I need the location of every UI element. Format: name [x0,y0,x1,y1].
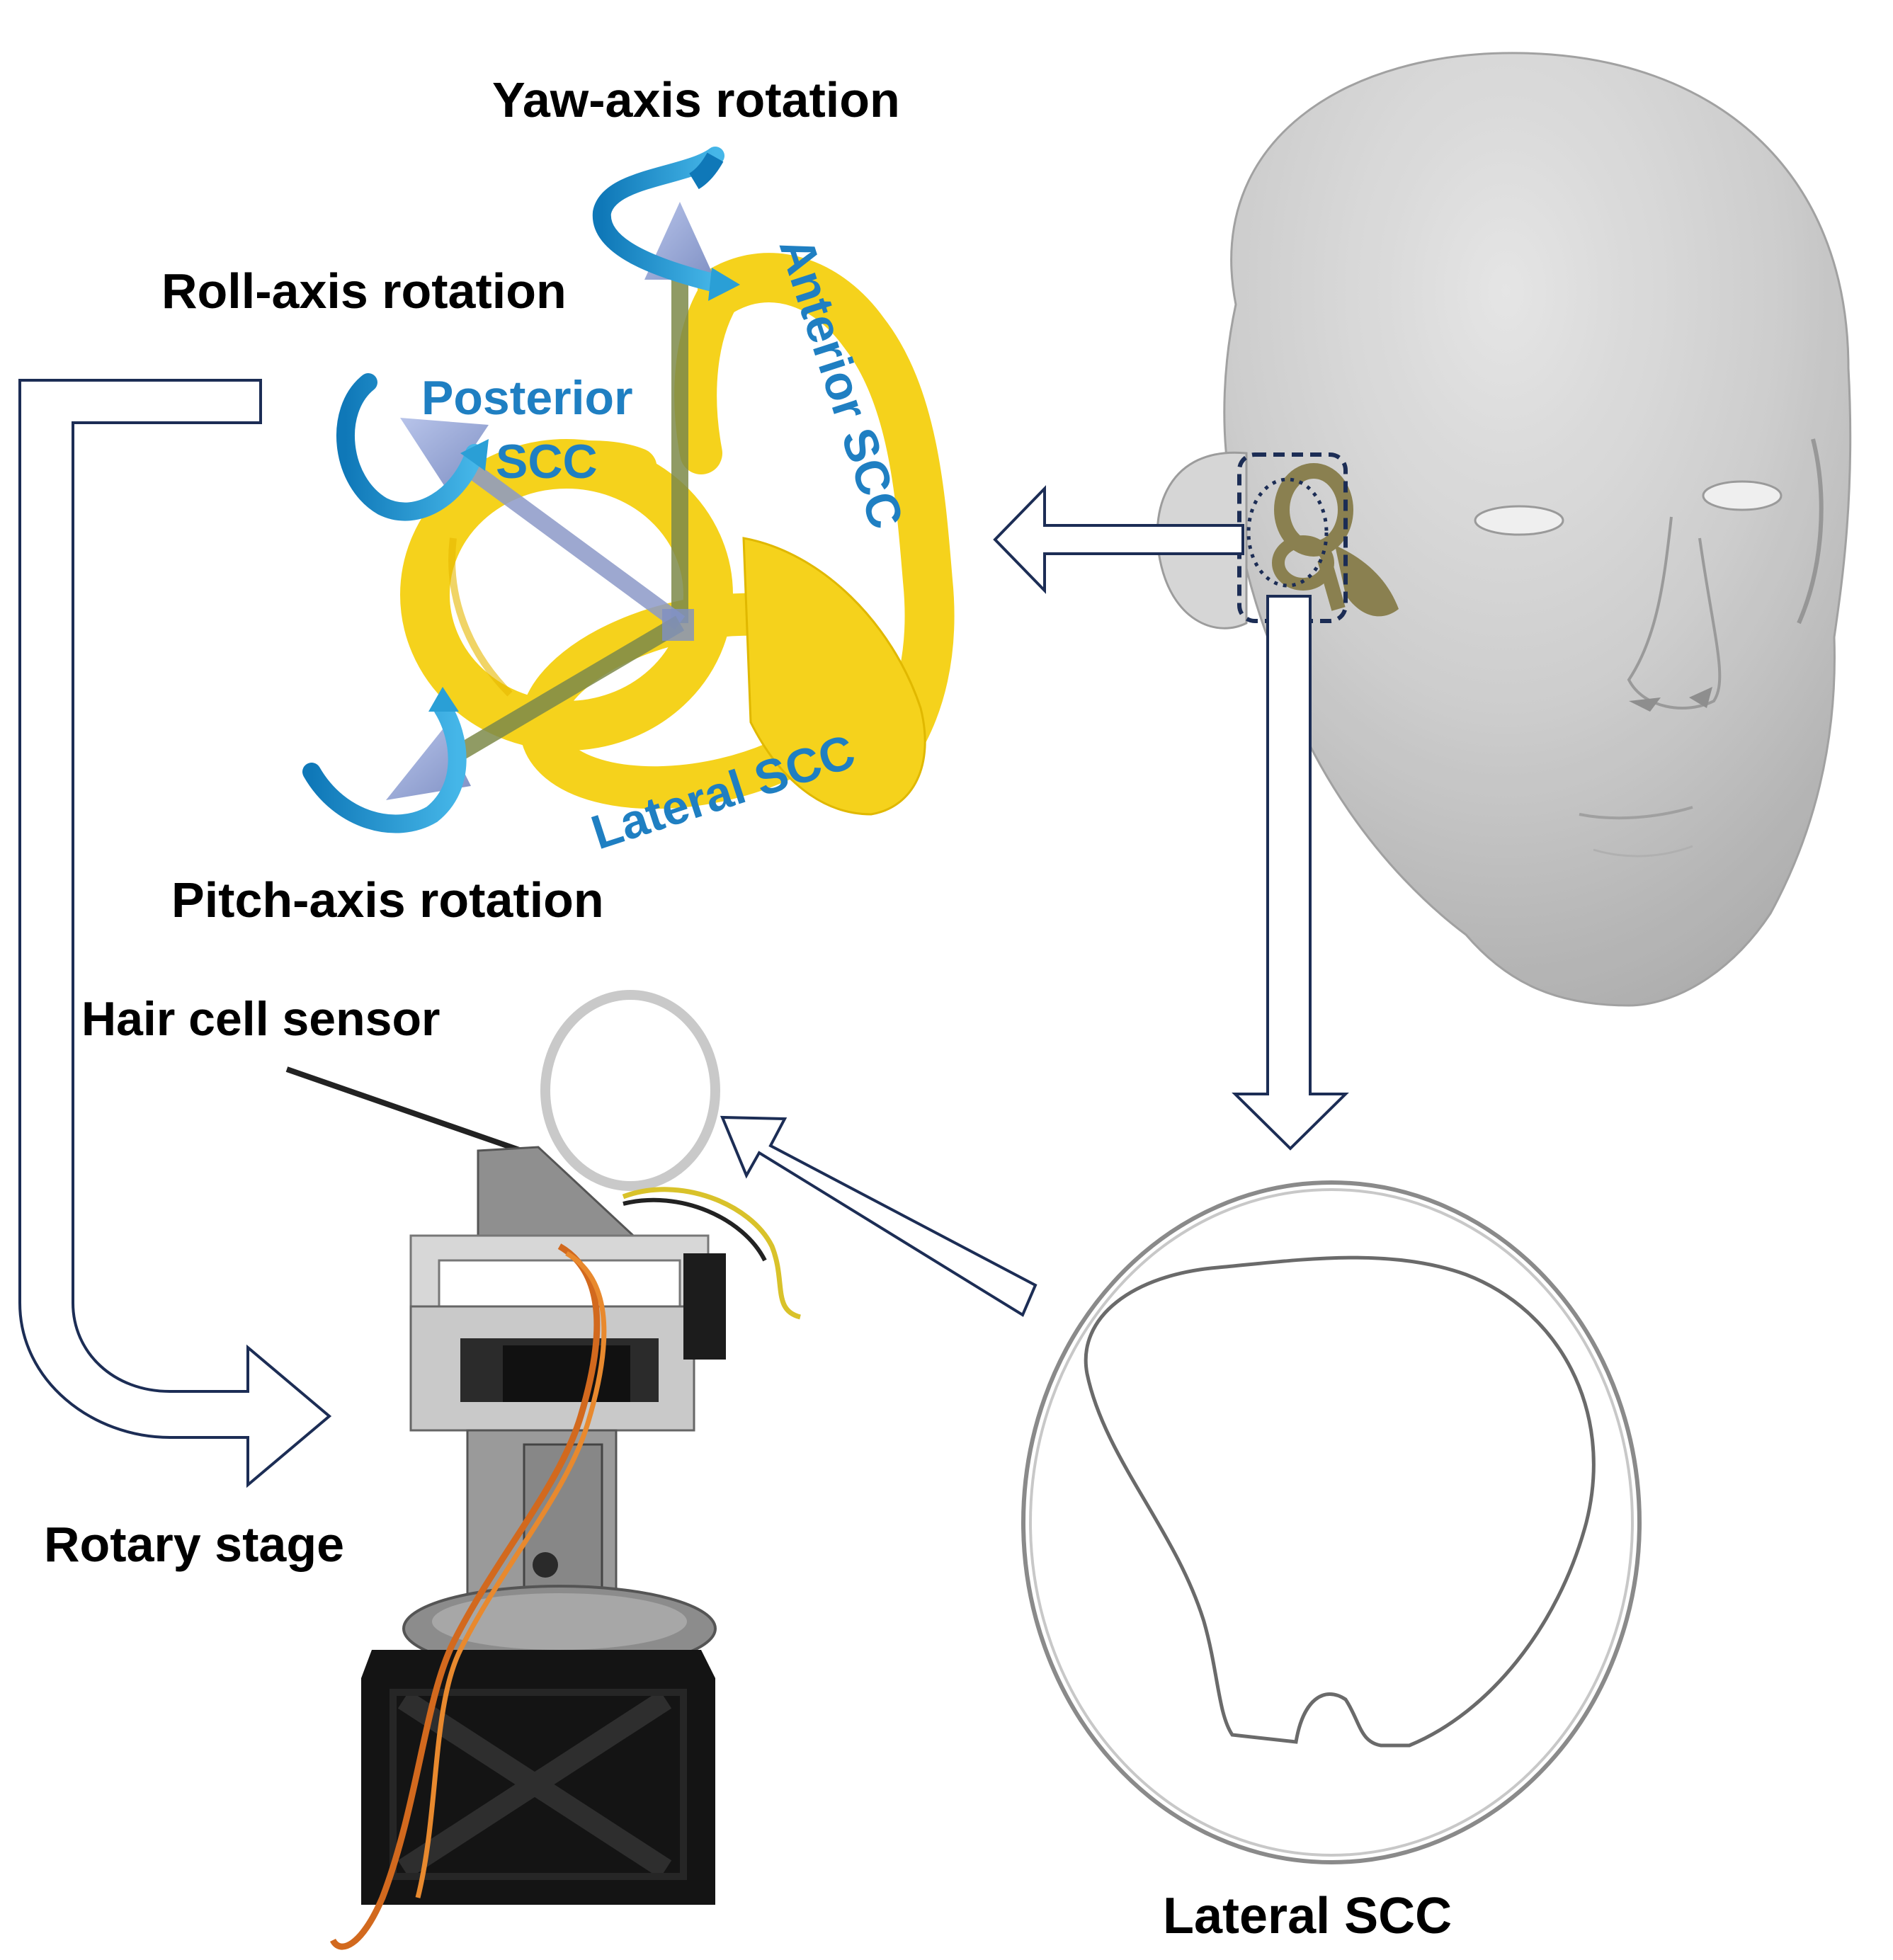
head-model [1156,52,1852,1007]
sensor-ring [540,990,720,1191]
arrow-to-lateral-scc [1232,595,1349,1151]
pitch-axis-label: Pitch-axis rotation [171,872,604,928]
arrow-to-hair-cell-sensor [720,1115,1038,1317]
posterior-label-line2: SCC [496,435,598,489]
right-eye [1702,480,1783,511]
lateral-scc-bottom-label: Lateral SCC [1163,1888,1452,1944]
rotary-stage-label: Rotary stage [44,1517,344,1572]
posterior-label-line1: Posterior [421,371,633,425]
nose [1627,516,1722,710]
pitch-rotation-arrow [302,699,467,833]
roll-rotation-arrow [336,373,484,521]
hair-cell-sensor-pointer [285,1066,543,1161]
rotation-arrows [302,147,740,833]
yaw-axis-label: Yaw-axis rotation [492,72,900,127]
dotted-ellipse-inner [1246,477,1329,588]
yaw-rotation-arrow [592,147,724,292]
mouth [1579,806,1693,820]
lateral-scc-ring [1021,1180,1642,1864]
left-eye [1474,505,1564,536]
arrow-to-rotary-stage [18,379,332,1488]
roll-axis-arrowhead [400,418,489,489]
roll-axis-label: Roll-axis rotation [161,263,567,319]
rotary-stage-device [285,990,802,1950]
arrow-to-scc-model [993,485,1244,594]
hair-cell-sensor-label: Hair cell sensor [81,992,440,1046]
anterior-canal [698,253,955,775]
